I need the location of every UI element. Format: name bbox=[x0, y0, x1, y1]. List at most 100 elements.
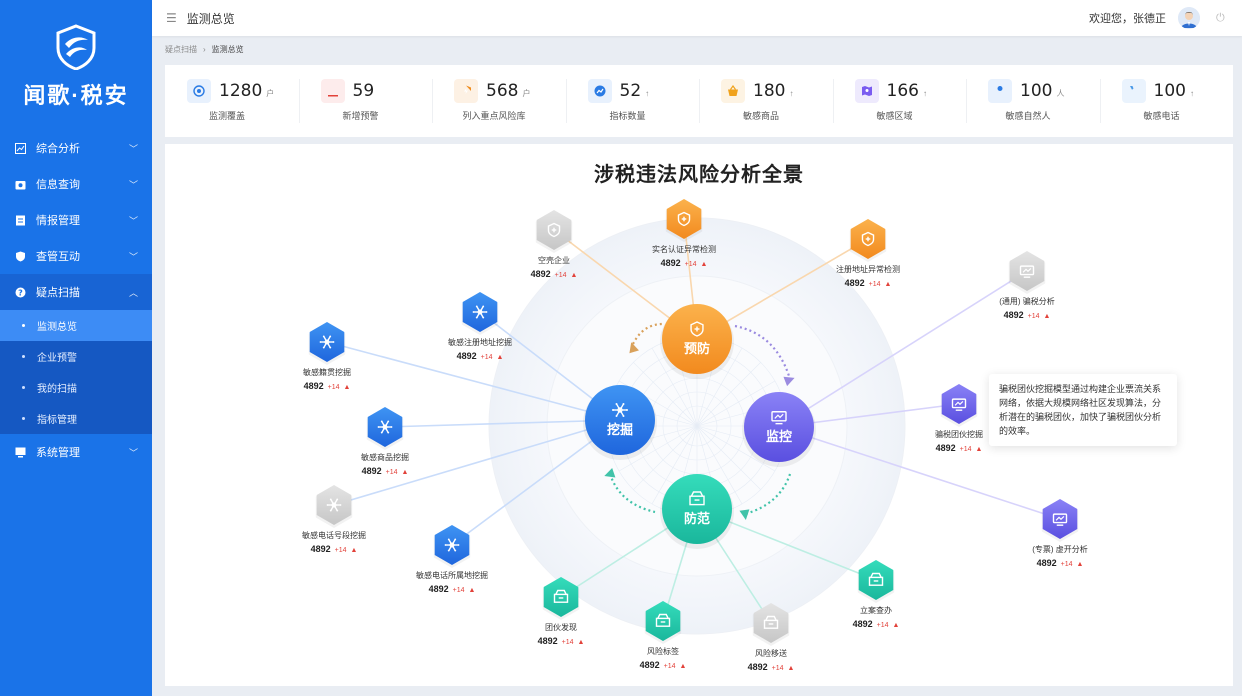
node-value-row: 4892+14▲ bbox=[325, 466, 445, 476]
menu-item-query[interactable]: 信息查询 ﹀ bbox=[0, 166, 152, 202]
node-tooltip: 骗税团伙挖掘模型通过构建企业票流关系网络，依据大规模网络社区发现算法，分析潜在的… bbox=[989, 374, 1177, 446]
snowflake-icon bbox=[472, 305, 488, 319]
phone-icon bbox=[1121, 79, 1146, 103]
page-title: 监测总览 bbox=[186, 11, 235, 26]
node-delta: +14 bbox=[663, 663, 676, 670]
node-value: 4892 bbox=[747, 662, 768, 672]
stat-card[interactable]: 100↑敏感电话 bbox=[1099, 65, 1234, 137]
snowflake-icon bbox=[444, 538, 460, 552]
node-value: 4892 bbox=[852, 619, 873, 629]
node-value-row: 4892+14▲ bbox=[808, 278, 928, 288]
bullet-icon bbox=[22, 417, 25, 420]
risk-node-icon[interactable] bbox=[1008, 251, 1046, 294]
node-value-row: 4892+14▲ bbox=[274, 544, 394, 554]
risk-node-icon[interactable] bbox=[433, 525, 471, 568]
avatar[interactable] bbox=[1178, 7, 1200, 29]
node-delta: +14 bbox=[327, 384, 340, 391]
arrow-up-icon: ▲ bbox=[892, 622, 900, 629]
submenu-item-indicators[interactable]: 指标管理 bbox=[0, 403, 152, 434]
menu-item-system[interactable]: 系统管理 ﹀ bbox=[0, 434, 152, 470]
risk-node-icon[interactable] bbox=[940, 384, 978, 427]
monitor-icon bbox=[14, 446, 26, 458]
power-icon[interactable]: ⏻ bbox=[1216, 12, 1225, 24]
snowflake-icon bbox=[319, 335, 335, 349]
map-pin-icon bbox=[854, 79, 879, 103]
brand-logo[interactable]: 闻歌·税安 bbox=[0, 0, 152, 130]
camera-icon bbox=[14, 178, 26, 190]
hub-label: 防范 bbox=[684, 511, 710, 526]
risk-node-icon[interactable] bbox=[644, 601, 682, 644]
breadcrumb-parent[interactable]: 疑点扫描 bbox=[165, 45, 197, 54]
arrow-head-icon bbox=[783, 376, 795, 387]
risk-node-icon[interactable] bbox=[542, 577, 580, 620]
risk-node-icon[interactable] bbox=[849, 219, 887, 262]
bolt-shield-icon bbox=[454, 79, 478, 103]
stat-card[interactable]: 166↑敏感区域 bbox=[832, 65, 967, 137]
node-delta: +14 bbox=[334, 547, 347, 554]
stat-value: 59 bbox=[352, 81, 375, 101]
risk-node-icon[interactable] bbox=[665, 199, 703, 242]
node-hexagon bbox=[543, 577, 579, 617]
hub-monitor[interactable]: 监控 bbox=[742, 392, 816, 467]
stat-label: 敏感电话 bbox=[1143, 111, 1180, 121]
stat-unit: 人 bbox=[1056, 88, 1065, 98]
connector-line bbox=[384, 419, 621, 428]
person-icon bbox=[988, 79, 1012, 103]
risk-node-icon[interactable] bbox=[461, 292, 499, 335]
hub-defend[interactable]: 防范 bbox=[660, 474, 734, 549]
stat-card[interactable]: 180↑敏感商品 bbox=[699, 65, 833, 137]
chart-icon bbox=[14, 142, 26, 154]
submenu-item-overview[interactable]: 监测总览 bbox=[0, 310, 152, 341]
node-value: 4892 bbox=[1003, 310, 1024, 320]
stat-value: 568 bbox=[486, 81, 519, 101]
risk-node-icon[interactable] bbox=[308, 322, 346, 365]
risk-node-icon[interactable] bbox=[1041, 499, 1079, 542]
risk-node-icon[interactable] bbox=[315, 485, 353, 528]
stat-unit: ↑ bbox=[922, 88, 927, 98]
menu-item-intel[interactable]: 情报管理 ﹀ bbox=[0, 202, 152, 238]
risk-node-icon[interactable] bbox=[857, 560, 895, 603]
menu-toggle-icon[interactable]: ☰ bbox=[166, 11, 177, 25]
node-label: 实名认证异常检测 bbox=[652, 245, 716, 254]
risk-node-icon[interactable] bbox=[535, 210, 573, 253]
submenu-item-warning[interactable]: 企业预警 bbox=[0, 341, 152, 372]
risk-node-icon[interactable] bbox=[366, 407, 404, 450]
brand-name: 闻歌·税安 bbox=[23, 83, 129, 108]
arrow-up-icon: ▲ bbox=[787, 665, 795, 672]
shield-plus-icon bbox=[690, 321, 704, 337]
hub-mine[interactable]: 挖掘 bbox=[583, 385, 657, 460]
hub-prevent[interactable]: 预防 bbox=[660, 304, 734, 379]
submenu-item-myscan[interactable]: 我的扫描 bbox=[0, 372, 152, 403]
menu-item-scan[interactable]: ? 疑点扫描 ︿ bbox=[0, 274, 152, 310]
menu-item-analysis[interactable]: 综合分析 ﹀ bbox=[0, 130, 152, 166]
node-value-row: 4892+14▲ bbox=[420, 351, 540, 361]
menu-item-interaction[interactable]: 查管互动 ﹀ bbox=[0, 238, 152, 274]
node-value: 4892 bbox=[456, 351, 477, 361]
stat-card[interactable]: 52↑指标数量 bbox=[565, 65, 700, 137]
shield-plus-icon bbox=[861, 231, 875, 247]
arrow-up-icon: ▲ bbox=[401, 469, 409, 476]
archive-box-icon bbox=[655, 613, 671, 627]
risk-node-icon[interactable] bbox=[752, 603, 790, 646]
document-icon bbox=[14, 214, 26, 226]
